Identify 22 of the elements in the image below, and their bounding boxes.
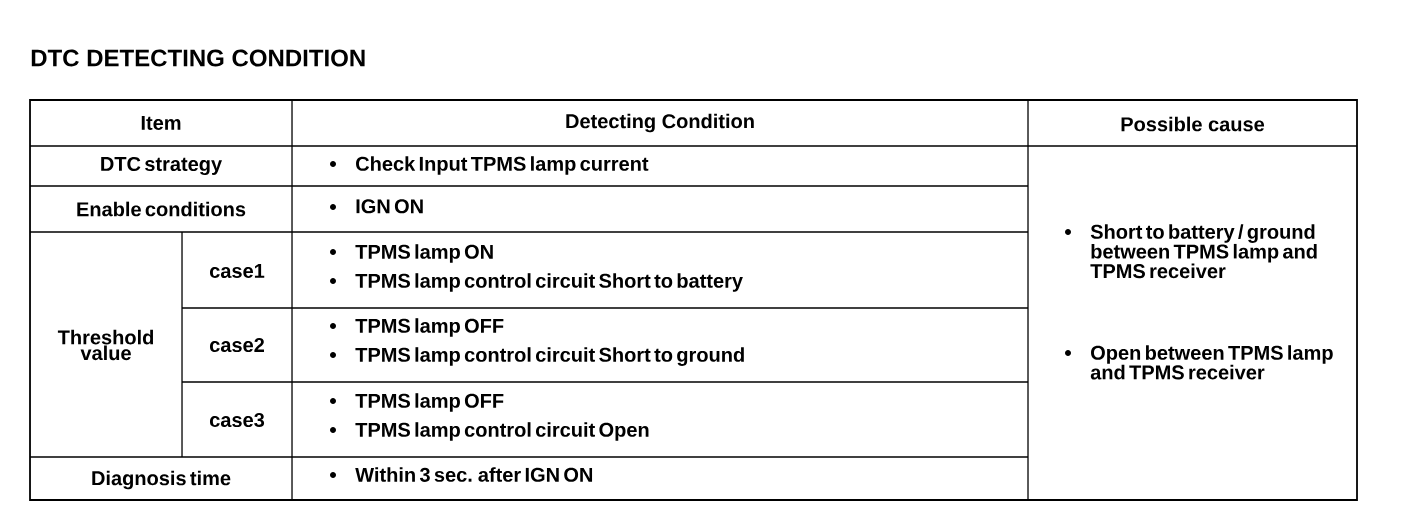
bullet-item: Short to battery / ground between TPMS lamp and TPMS receiver (1065, 224, 1317, 279)
bullet-item: Open between TPMS lamp and TPMS receiver (1065, 345, 1333, 380)
header-cell: Item (141, 116, 181, 130)
bullet-item: TPMS lamp ON (330, 244, 493, 263)
table-cell: Enable conditions (77, 201, 246, 217)
bullet-item: TPMS lamp OFF (330, 318, 504, 337)
table-cell: case3 (210, 412, 265, 428)
table-cell: Diagnosis time (92, 470, 231, 490)
bullet-item: IGN ON (330, 199, 423, 214)
bullet-item: TPMS lamp OFF (330, 393, 504, 412)
bullet-item: TPMS lamp control circuit Short to ground (330, 347, 744, 366)
table-cell: case1 (210, 264, 265, 278)
table-cell: DTC strategy (101, 156, 222, 176)
bullet-item: TPMS lamp control circuit Short to battery (330, 273, 743, 292)
bullet-item: Within 3 sec. after IGN ON (330, 467, 593, 482)
table-cell: Threshold value (57, 329, 154, 361)
table-cell: case2 (210, 337, 264, 353)
header-cell: Detecting Condition (566, 113, 754, 133)
header-cell: Possible cause (1121, 116, 1265, 132)
title: DTC DETECTING CONDITION (31, 49, 365, 67)
bullet-item: TPMS lamp control circuit Open (330, 422, 649, 441)
bullet-item: Check Input TPMS lamp current (330, 156, 649, 175)
